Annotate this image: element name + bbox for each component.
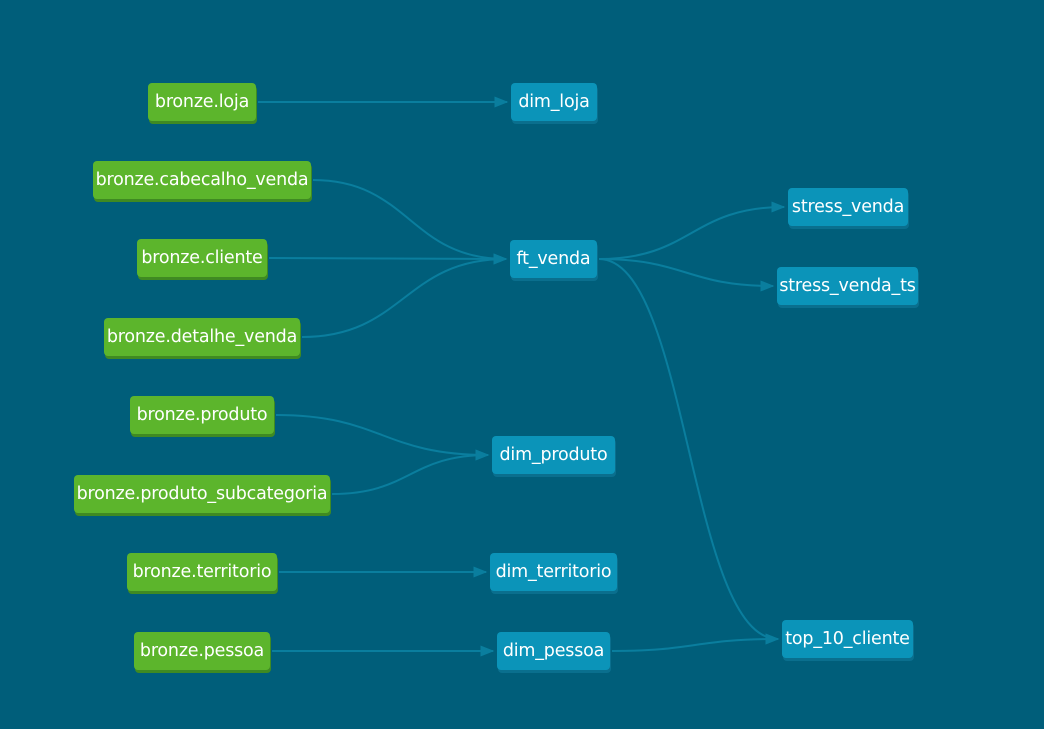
node-top-10-cliente[interactable]: top_10_cliente	[782, 620, 913, 658]
node-dim-territorio[interactable]: dim_territorio	[490, 553, 617, 591]
edge-ft_venda-to-top_10_cliente	[598, 258, 780, 645]
node-bronze-detalhe-venda[interactable]: bronze.detalhe_venda	[104, 318, 300, 356]
node-bronze-pessoa[interactable]: bronze.pessoa	[134, 632, 270, 670]
node-bronze-cliente[interactable]: bronze.cliente	[137, 239, 267, 277]
node-stress-venda-ts[interactable]: stress_venda_ts	[777, 267, 918, 305]
edge-bronze_cliente-to-ft_venda	[268, 253, 508, 265]
edge-bronze_detalhe_venda-to-ft_venda	[301, 253, 508, 338]
node-bronze-territorio[interactable]: bronze.territorio	[127, 553, 277, 591]
edge-ft_venda-to-stress_venda_ts	[598, 258, 775, 292]
edge-ft_venda-to-stress_venda	[598, 201, 786, 260]
node-bronze-loja[interactable]: bronze.loja	[148, 83, 256, 121]
node-dim-loja[interactable]: dim_loja	[511, 83, 597, 121]
node-ft-venda[interactable]: ft_venda	[510, 240, 597, 278]
edge-bronze_produto_subcategoria-to-dim_produto	[331, 449, 490, 495]
node-stress-venda[interactable]: stress_venda	[788, 188, 908, 226]
edge-bronze_produto-to-dim_produto	[275, 414, 490, 461]
edge-bronze_cabecalho_venda-to-ft_venda	[312, 179, 508, 265]
edge-dim_pessoa-to-top_10_cliente	[611, 633, 780, 652]
node-bronze-cabecalho-venda[interactable]: bronze.cabecalho_venda	[93, 161, 311, 199]
node-dim-pessoa[interactable]: dim_pessoa	[497, 632, 610, 670]
node-dim-produto[interactable]: dim_produto	[492, 436, 615, 474]
node-bronze-produto[interactable]: bronze.produto	[130, 396, 274, 434]
node-bronze-produto-subcategoria[interactable]: bronze.produto_subcategoria	[74, 475, 330, 513]
